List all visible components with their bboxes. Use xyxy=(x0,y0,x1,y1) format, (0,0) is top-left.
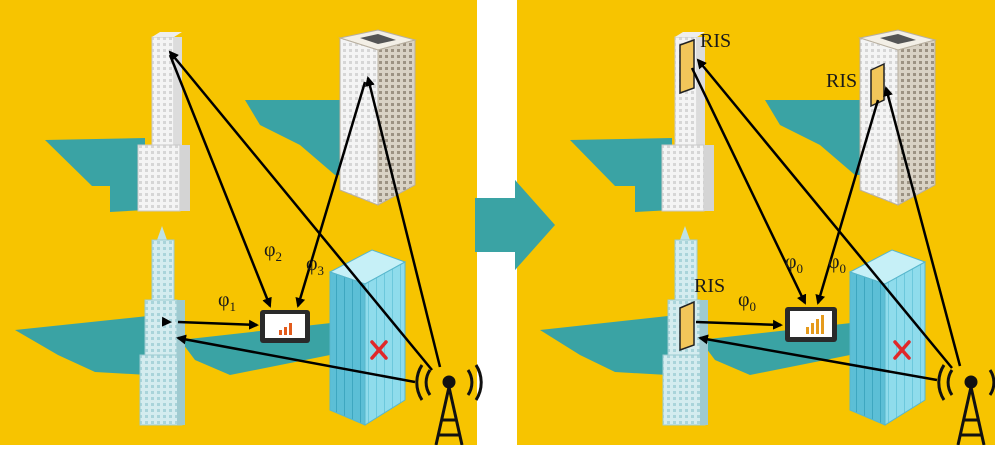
tablet-icon-right xyxy=(785,307,837,342)
ris-label-deco-tower: RIS xyxy=(694,275,725,297)
ris-panel-white-tower xyxy=(680,40,694,93)
tablet-icon xyxy=(260,310,310,343)
left-scene: φ1 φ2 φ3 xyxy=(0,0,481,445)
right-scene: RIS RIS RIS φ0 φ0 φ0 xyxy=(515,0,995,445)
glass-tower xyxy=(330,250,405,425)
ris-panel-beige-tower xyxy=(871,64,884,106)
glass-tower-right xyxy=(850,250,925,425)
ris-label-beige-tower: RIS xyxy=(826,70,857,92)
beige-tower-right xyxy=(860,30,935,205)
ris-panel-deco-tower xyxy=(680,302,694,350)
ris-label-white-tower: RIS xyxy=(700,30,731,52)
